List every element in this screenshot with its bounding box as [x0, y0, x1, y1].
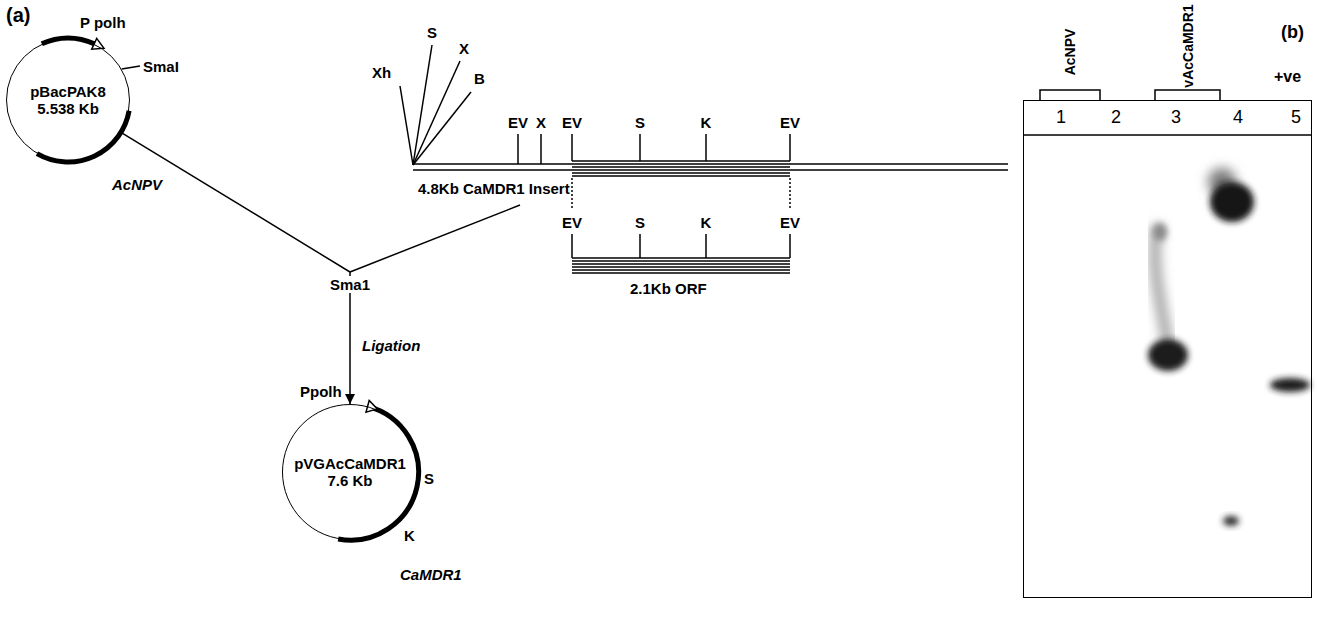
site-label: EV [562, 114, 582, 131]
gel-bands-part [1210, 182, 1254, 222]
orf-map-part [572, 269, 790, 271]
insert-map-part [413, 45, 432, 165]
gel-panel: 1 2 3 4 5 [1023, 100, 1312, 598]
gene-label: CaMDR1 [400, 566, 462, 583]
orf-map-part [789, 234, 791, 258]
lane-group-label: AcNPV [1062, 29, 1078, 76]
orf-map-part [572, 257, 790, 259]
insert-map-part [413, 92, 471, 165]
gel-bands-part [1155, 225, 1168, 345]
plasmid-arcs-part [92, 38, 104, 49]
lane-number: 4 [1233, 107, 1243, 128]
lane-number: 1 [1056, 107, 1066, 128]
site-label: B [474, 70, 485, 87]
orf-map-part [350, 205, 520, 272]
fragment-label: 2.1Kb ORF [630, 280, 707, 297]
panel-letter: (a) [6, 4, 30, 27]
gel-bands-part [1153, 223, 1167, 241]
gel-frame-lines-part [1023, 134, 1312, 136]
orf-map-part [572, 263, 790, 265]
lane-number: 5 [1291, 107, 1301, 128]
site-label: K [701, 214, 712, 231]
orf-map-part [572, 266, 790, 268]
plasmid-circle: pBacPAK8 5.538 Kb [6, 38, 130, 162]
site-label: X [459, 40, 469, 57]
site-label: K [404, 527, 415, 544]
insert-map-part [572, 160, 790, 162]
plasmid-name: pVGAcCaMDR1 7.6 Kb [291, 455, 409, 490]
insert-map-part [517, 134, 519, 164]
lane-number: 3 [1171, 107, 1181, 128]
insert-map-part [413, 61, 460, 165]
insert-map-part [413, 163, 1008, 165]
site-label: EV [780, 214, 800, 231]
gel-bands-part [1148, 339, 1188, 371]
plasmid-arcs-part [37, 111, 129, 162]
site-label: EV [780, 114, 800, 131]
site-label: EV [508, 114, 528, 131]
virus-label: AcNPV [112, 176, 162, 193]
promoter-label: P polh [80, 14, 126, 31]
promoter-label: Ppolh [300, 383, 342, 400]
site-label: S [635, 214, 645, 231]
orf-map-part [572, 260, 790, 262]
plasmid-name: pBacPAK8 5.538 Kb [26, 83, 110, 118]
insert-map [400, 45, 1008, 210]
gel-frame-lines-part [1040, 90, 1100, 100]
fragment-label: 4.8Kb CaMDR1 Insert [418, 180, 570, 197]
plasmid-arcs-part [366, 401, 377, 413]
site-label: K [701, 114, 712, 131]
insert-map-part [571, 178, 573, 210]
gel-bands [1148, 168, 1310, 526]
gel-frame-lines [1023, 90, 1312, 135]
insert-map-part [400, 86, 413, 165]
orf-map-part [705, 234, 707, 258]
site-label: S [424, 470, 434, 487]
insert-map-part [789, 134, 791, 161]
insert-map-part [639, 134, 641, 161]
insert-map-part [540, 134, 542, 164]
gel-bands-part [1223, 516, 1239, 526]
site-label: S [427, 24, 437, 41]
insert-map-part [572, 175, 790, 177]
plasmid-circle: pVGAcCaMDR1 7.6 Kb [282, 404, 418, 540]
insert-map-part [789, 178, 791, 210]
control-label: +ve [1274, 68, 1301, 86]
orf-map [350, 205, 790, 273]
gel-frame-lines-part [1155, 90, 1220, 100]
plasmid-arcs-part [122, 66, 140, 69]
orf-map-part [571, 234, 573, 258]
orf-map-part [639, 234, 641, 258]
panel-letter: (b) [1281, 22, 1304, 43]
lane-group-label: vAcCaMDR1 [1180, 4, 1196, 87]
site-label: Xh [372, 64, 391, 81]
enzyme-label: Sma1 [328, 276, 372, 293]
step-label: Ligation [362, 337, 420, 354]
process-arrow [121, 132, 350, 404]
site-label: X [536, 114, 546, 131]
insert-map-part [572, 172, 790, 174]
site-label: SmaI [143, 58, 179, 75]
insert-map-part [571, 134, 573, 161]
insert-map-part [705, 134, 707, 161]
lane-number: 2 [1111, 107, 1121, 128]
insert-map-part [572, 166, 790, 168]
orf-map-part [572, 272, 790, 274]
insert-map-part [413, 169, 1008, 171]
site-label: S [635, 114, 645, 131]
site-label: EV [562, 214, 582, 231]
gel-bands-part [1270, 378, 1310, 392]
